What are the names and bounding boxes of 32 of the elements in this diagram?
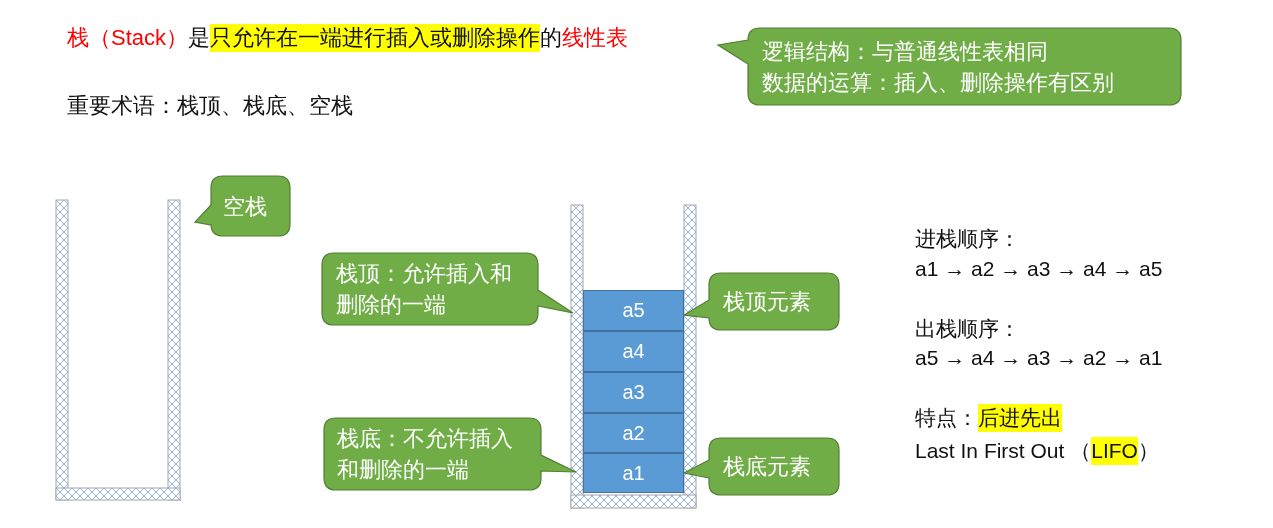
sequence-heading: 进栈顺序：: [915, 226, 1020, 252]
callout-text: 栈顶：允许插入和删除的一端: [336, 260, 513, 319]
stack-element-box: a4: [583, 331, 684, 372]
callout-text: 空栈: [223, 193, 268, 221]
stack-element-box: a1: [583, 453, 684, 493]
callout-text: 栈底：不允许插入和删除的一端: [337, 425, 514, 484]
feature-heading: 特点：: [915, 405, 978, 431]
terms-text: 重要术语：栈顶、栈底、空栈: [67, 92, 353, 120]
callout-text: 数据的运算：插入、删除操作有区别: [762, 69, 1115, 97]
callout-text: 栈底元素: [723, 453, 812, 481]
feature-text: ）: [1137, 438, 1159, 464]
heading-text: 线性表: [562, 24, 629, 52]
sequence-heading: 出栈顺序：: [915, 316, 1020, 342]
callout-text: 逻辑结构：与普通线性表相同: [762, 38, 1049, 66]
heading-text: 的: [540, 24, 563, 52]
sequence-text: a1 → a2 → a3 → a4 → a5: [915, 256, 1163, 282]
highlighted-text: 只允许在一端进行插入或删除操作: [210, 24, 541, 52]
heading-text: 栈（Stack）: [67, 24, 189, 52]
highlighted-text: 后进先出: [978, 404, 1062, 432]
callout-bubble: [322, 253, 573, 325]
callout-text: 栈顶元素: [723, 288, 812, 316]
sequence-text: a5 → a4 → a3 → a2 → a1: [915, 345, 1163, 371]
callout-bubble: [684, 273, 839, 330]
callout-bubble: [324, 418, 576, 490]
stack-element-box: a3: [583, 372, 684, 413]
callout-bubble: [195, 176, 290, 236]
callout-bubble: [718, 28, 1181, 105]
stack-element-box: a5: [583, 290, 684, 331]
stack-element-box: a2: [583, 413, 684, 453]
feature-text: Last In First Out （: [915, 438, 1092, 464]
highlighted-text: LIFO: [1091, 437, 1138, 465]
callout-bubble: [684, 438, 839, 495]
